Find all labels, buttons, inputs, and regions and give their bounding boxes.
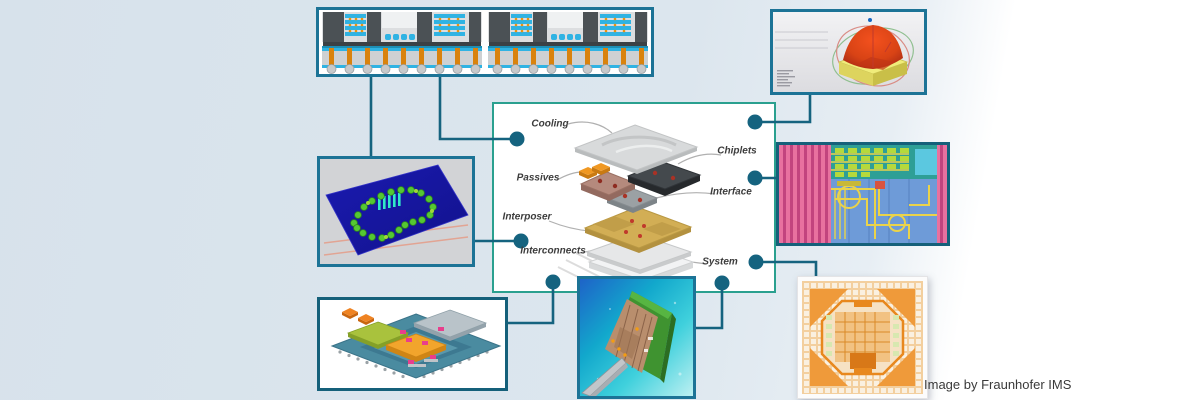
label-cooling: Cooling: [531, 118, 569, 130]
field-plot: [320, 159, 472, 264]
ic-layout-panel: [776, 142, 950, 246]
em-thermal-simulation-panel: [770, 9, 927, 95]
chiplets-die: [626, 161, 702, 196]
package-3d-model: [320, 300, 505, 388]
flexible-chip-photo: [580, 279, 693, 396]
label-system: System: [702, 256, 738, 268]
center-exploded-view-box: [492, 102, 776, 293]
passives-module: [579, 163, 637, 201]
interposer-field-simulation-panel: [317, 156, 475, 267]
exploded-package-illustration: [548, 121, 722, 288]
label-interconnects: Interconnects: [520, 245, 586, 257]
label-passives: Passives: [516, 172, 560, 184]
die-micrograph: [802, 281, 923, 394]
label-chiplets: Chiplets: [717, 145, 757, 157]
simulation-screenshot: [773, 12, 924, 92]
image-credit: Image by Fraunhofer IMS: [924, 377, 1072, 392]
label-interface: Interface: [710, 186, 752, 198]
orange-die-micrograph-panel: [797, 276, 928, 399]
cross-section-drawing: [319, 10, 651, 74]
die-stack-cross-section-panel: [316, 7, 654, 77]
interposer-layer: [583, 206, 693, 253]
layout-screenshot: [779, 145, 947, 243]
flexible-chip-photo-panel: [577, 276, 696, 399]
chiplet-3d-model-panel: [317, 297, 508, 391]
cooling-plate: [573, 124, 699, 174]
label-interposer: Interposer: [502, 211, 552, 223]
